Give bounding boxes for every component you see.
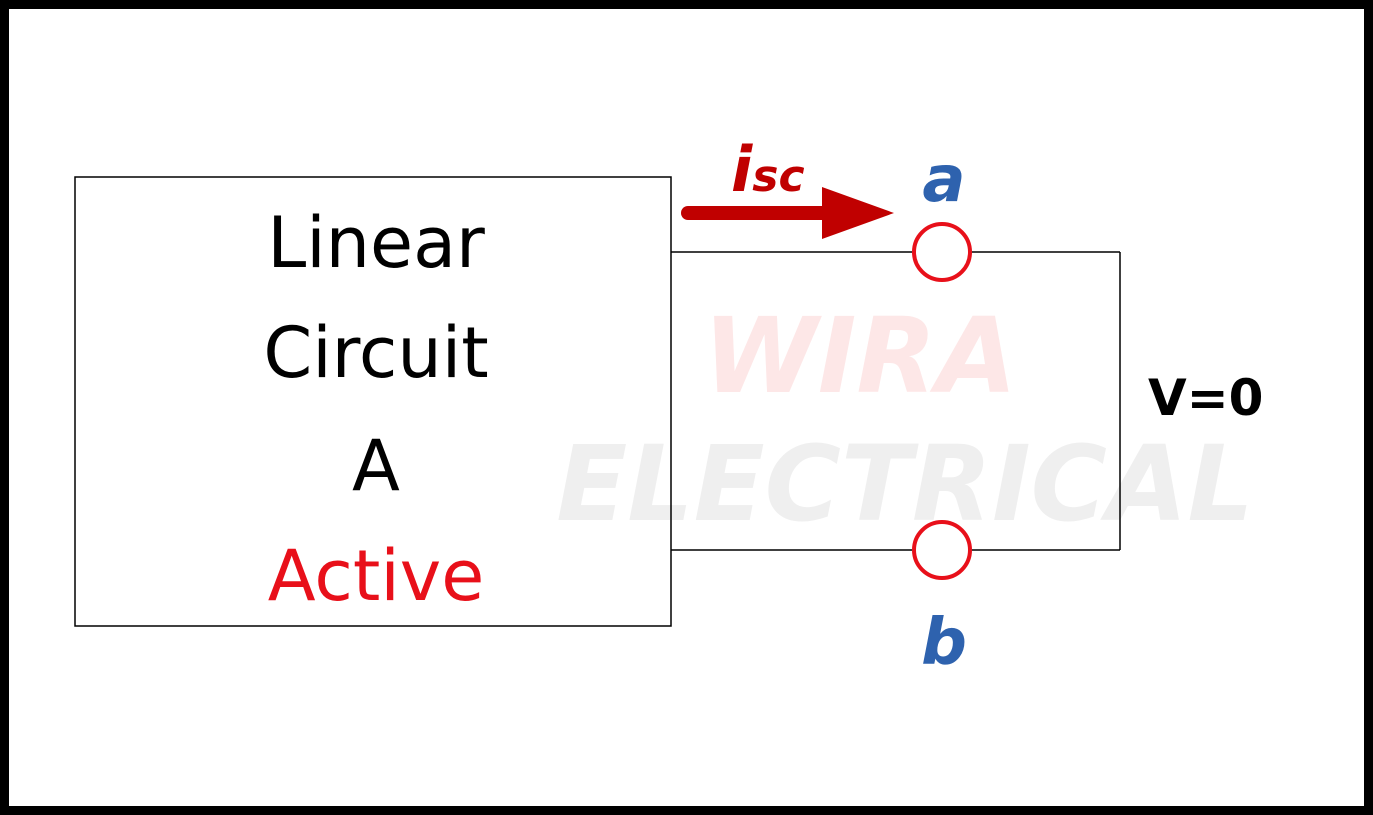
current-subscript: sc (752, 151, 804, 202)
box-text-circuit: Circuit (263, 312, 488, 394)
current-symbol: i (731, 133, 753, 206)
watermark-line2: ELECTRICAL (556, 423, 1253, 545)
linear-circuit-box (74, 176, 672, 627)
circuit-wires (671, 251, 1121, 551)
terminal-a-label: a (922, 143, 965, 217)
watermark: WIRA ELECTRICAL (556, 295, 1253, 545)
watermark-line1: WIRA (703, 295, 1017, 417)
current-label: isc (731, 133, 805, 206)
box-text-a: A (352, 425, 400, 507)
voltage-label: V=0 (1148, 369, 1263, 427)
box-text-linear: Linear (267, 202, 485, 284)
terminal-b-label: b (921, 606, 967, 680)
box-text-active: Active (268, 535, 485, 617)
terminal-b-circle (912, 520, 972, 580)
terminal-a-circle (912, 222, 972, 282)
current-arrow-head-icon (822, 187, 894, 239)
current-arrow (681, 187, 894, 239)
